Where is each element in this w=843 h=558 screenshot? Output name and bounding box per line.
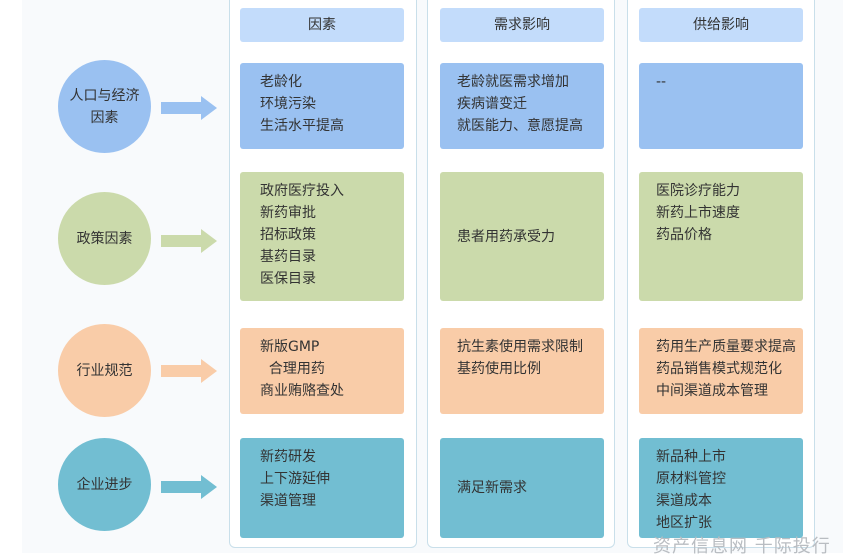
column-header-demand: 需求影响 <box>440 8 604 42</box>
cell-demand: 老龄就医需求增加疾病谱变迁就医能力、意愿提高 <box>440 63 604 149</box>
right-arrow-icon <box>161 475 217 499</box>
cell-line: 满足新需求 <box>457 480 527 496</box>
column-header-factors: 因素 <box>240 8 404 42</box>
category-circle: 政策因素 <box>58 192 151 285</box>
category-label: 政策因素 <box>77 228 133 250</box>
cell-line: 新版GMP <box>260 339 320 355</box>
category-circle: 行业规范 <box>58 324 151 417</box>
cell-line: 老龄就医需求增加 <box>457 74 569 90</box>
cell-line: 老龄化 <box>260 74 302 90</box>
cell-factors: 新药研发上下游延伸渠道管理 <box>240 438 404 538</box>
cell-line: 医保目录 <box>260 271 316 287</box>
cell-line: 新品种上市 <box>656 449 726 465</box>
cell-line: 患者用药承受力 <box>457 228 555 245</box>
cell-factors: 政府医疗投入新药审批招标政策基药目录医保目录 <box>240 172 404 301</box>
category-label-line: 人口与经济 <box>69 87 140 104</box>
cell-line: 环境污染 <box>260 96 316 112</box>
category-label: 人口与经济因素 <box>70 85 140 129</box>
cell-line: 上下游延伸 <box>260 471 330 487</box>
cell-line: 基药使用比例 <box>457 361 541 377</box>
category-label-line: 行业规范 <box>76 362 133 379</box>
cell-line: 地区扩张 <box>656 515 712 531</box>
cell-line: 生活水平提高 <box>260 118 344 134</box>
watermark: 资产信息网 千际投行 <box>653 536 831 557</box>
category-label-line: 因素 <box>90 109 119 126</box>
category-circle: 企业进步 <box>58 438 151 531</box>
category-circle: 人口与经济因素 <box>58 60 151 153</box>
cell-demand: 抗生素使用需求限制基药使用比例 <box>440 328 604 414</box>
cell-line: -- <box>656 74 667 90</box>
cell-supply: 新品种上市原材料管控渠道成本地区扩张 <box>639 438 803 538</box>
cell-line: 抗生素使用需求限制 <box>457 339 583 355</box>
cell-line: 医院诊疗能力 <box>656 183 740 199</box>
right-arrow-icon <box>161 359 217 383</box>
cell-line: 药品销售模式规范化 <box>656 361 782 377</box>
cell-line: 渠道管理 <box>260 493 316 509</box>
cell-line: 中间渠道成本管理 <box>656 383 768 399</box>
cell-line: 药用生产质量要求提高 <box>656 339 796 355</box>
cell-line: 渠道成本 <box>656 493 712 509</box>
cell-line: 疾病谱变迁 <box>457 96 527 112</box>
category-label-line: 政策因素 <box>76 230 133 247</box>
cell-supply: 药用生产质量要求提高药品销售模式规范化中间渠道成本管理 <box>639 328 803 414</box>
cell-line: 新药上市速度 <box>656 205 740 221</box>
cell-demand: 满足新需求 <box>440 438 604 538</box>
cell-line: 药品价格 <box>656 227 712 243</box>
cell-line: 商业贿赂查处 <box>260 383 344 399</box>
cell-line: 就医能力、意愿提高 <box>457 118 583 134</box>
cell-line: 基药目录 <box>260 249 316 265</box>
cell-demand: 患者用药承受力 <box>440 172 604 301</box>
cell-line: 政府医疗投入 <box>260 183 344 199</box>
column-header-supply: 供给影响 <box>639 8 803 42</box>
right-arrow-icon <box>161 229 217 253</box>
cell-line: 原材料管控 <box>656 471 726 487</box>
category-label: 行业规范 <box>77 360 133 382</box>
right-arrow-icon <box>161 96 217 120</box>
cell-factors: 新版GMP 合理用药商业贿赂查处 <box>240 328 404 414</box>
cell-line: 新药研发 <box>260 449 316 465</box>
cell-factors: 老龄化环境污染生活水平提高 <box>240 63 404 149</box>
category-label-line: 企业进步 <box>76 476 133 493</box>
cell-line: 合理用药 <box>260 361 325 377</box>
cell-line: 招标政策 <box>260 227 316 243</box>
category-label: 企业进步 <box>77 474 133 496</box>
cell-line: 新药审批 <box>260 205 316 221</box>
cell-supply: 医院诊疗能力新药上市速度药品价格 <box>639 172 803 301</box>
cell-supply: -- <box>639 63 803 149</box>
